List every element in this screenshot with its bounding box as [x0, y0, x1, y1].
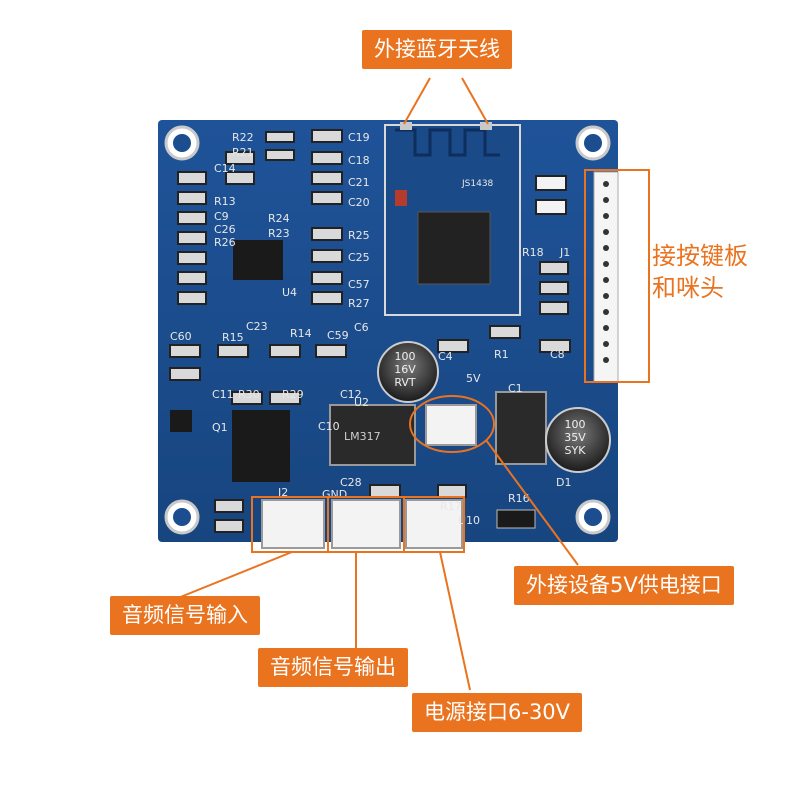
- silk-c21: C21: [348, 176, 370, 189]
- silk-c60: C60: [170, 330, 192, 343]
- silk-r26: R26: [214, 236, 236, 249]
- silk-r17: U10: [458, 514, 480, 527]
- cap-left-line1: 100: [395, 350, 416, 363]
- cap-left-line2: 16V: [394, 363, 416, 376]
- header-j1: [593, 171, 619, 383]
- silk-r30: R30: [238, 388, 260, 401]
- silk-r15: R15: [222, 331, 244, 344]
- silk-c14: C14: [214, 162, 236, 175]
- callout-audio-input: 音频信号输入: [110, 596, 260, 635]
- silk-c28: R17: [440, 500, 462, 513]
- silk-c59: C59: [327, 329, 349, 342]
- silk-u4: U4: [282, 286, 297, 299]
- silk-c6: C6: [354, 321, 369, 334]
- silk-c11: C11: [212, 388, 234, 401]
- electrolytic-capacitors: [377, 341, 611, 473]
- silk-c1: D1: [556, 476, 571, 489]
- cap-right-line1: 100: [565, 418, 586, 431]
- cap-right-line2: 35V: [564, 431, 586, 444]
- callout-audio-output: 音频信号输出: [258, 648, 408, 687]
- silk-r29: R29: [282, 388, 304, 401]
- highlight-header: [584, 169, 650, 383]
- silk-q1: Q1: [212, 421, 228, 434]
- callout-power-input: 电源接口6-30V: [412, 693, 583, 732]
- silk-c9: C9: [214, 210, 229, 223]
- module-marking: JS1438: [461, 179, 494, 189]
- silk-c12: U2: [354, 396, 369, 409]
- callout-5v-power-port: 外接设备5V供电接口: [514, 566, 734, 605]
- white-connectors: [261, 404, 477, 549]
- silk-c26: C26: [214, 223, 236, 236]
- leader-lines: [177, 77, 579, 691]
- silk-c10: C12: [340, 388, 362, 401]
- silk-r16: C28: [340, 476, 362, 489]
- silk-c18: C18: [348, 154, 370, 167]
- highlight-power-in: [403, 496, 465, 553]
- silk-r27: R27: [348, 297, 370, 310]
- callout-keyboard-mic-line2: 和咪头: [652, 274, 724, 302]
- callout-keyboard-mic: 接按键板 和咪头: [652, 240, 772, 304]
- silk-c23: C23: [246, 320, 268, 333]
- silk-r13: R13: [214, 195, 236, 208]
- silkscreen-labels: R22 R21 C14 R13 C9 C26 R26 R24 R23 U4 C2…: [170, 131, 571, 527]
- silk-gnd: 5V: [466, 372, 481, 385]
- silk-r25: R25: [348, 229, 370, 242]
- silk-d1: R16: [508, 492, 530, 505]
- silk-u2: C1: [508, 382, 523, 395]
- silk-j1: J1: [559, 246, 570, 259]
- silk-c25: C25: [348, 251, 370, 264]
- silk-r22: R22: [232, 131, 254, 144]
- callout-keyboard-mic-line1: 接按键板: [652, 242, 748, 270]
- silk-r1: R1: [494, 348, 509, 361]
- bluetooth-module: JS1438: [384, 122, 521, 316]
- silk-u1: C10: [318, 420, 340, 433]
- silk-r18: R18: [522, 246, 544, 259]
- integrated-circuits: LM317: [170, 240, 547, 529]
- status-leds: [535, 175, 567, 215]
- silk-j2: GND: [322, 488, 347, 501]
- silk-r14: R14: [290, 327, 312, 340]
- silk-c4: C4: [438, 350, 453, 363]
- silk-r21: R21: [232, 146, 254, 159]
- silk-c20: C20: [348, 196, 370, 209]
- cap-left-line3: RVT: [394, 376, 416, 389]
- regulator-marking: LM317: [344, 430, 381, 443]
- cap-right-line3: SYK: [565, 444, 587, 457]
- silk-c19: C19: [348, 131, 370, 144]
- silk-r24: R24: [268, 212, 290, 225]
- silk-c8: C8: [550, 348, 565, 361]
- highlight-5v-port: [409, 395, 495, 453]
- callout-bluetooth-antenna: 外接蓝牙天线: [362, 30, 512, 69]
- mounting-holes: [164, 125, 611, 535]
- silk-u10: J2: [277, 486, 288, 499]
- silk-r23: R23: [268, 227, 290, 240]
- silk-c57: C57: [348, 278, 370, 291]
